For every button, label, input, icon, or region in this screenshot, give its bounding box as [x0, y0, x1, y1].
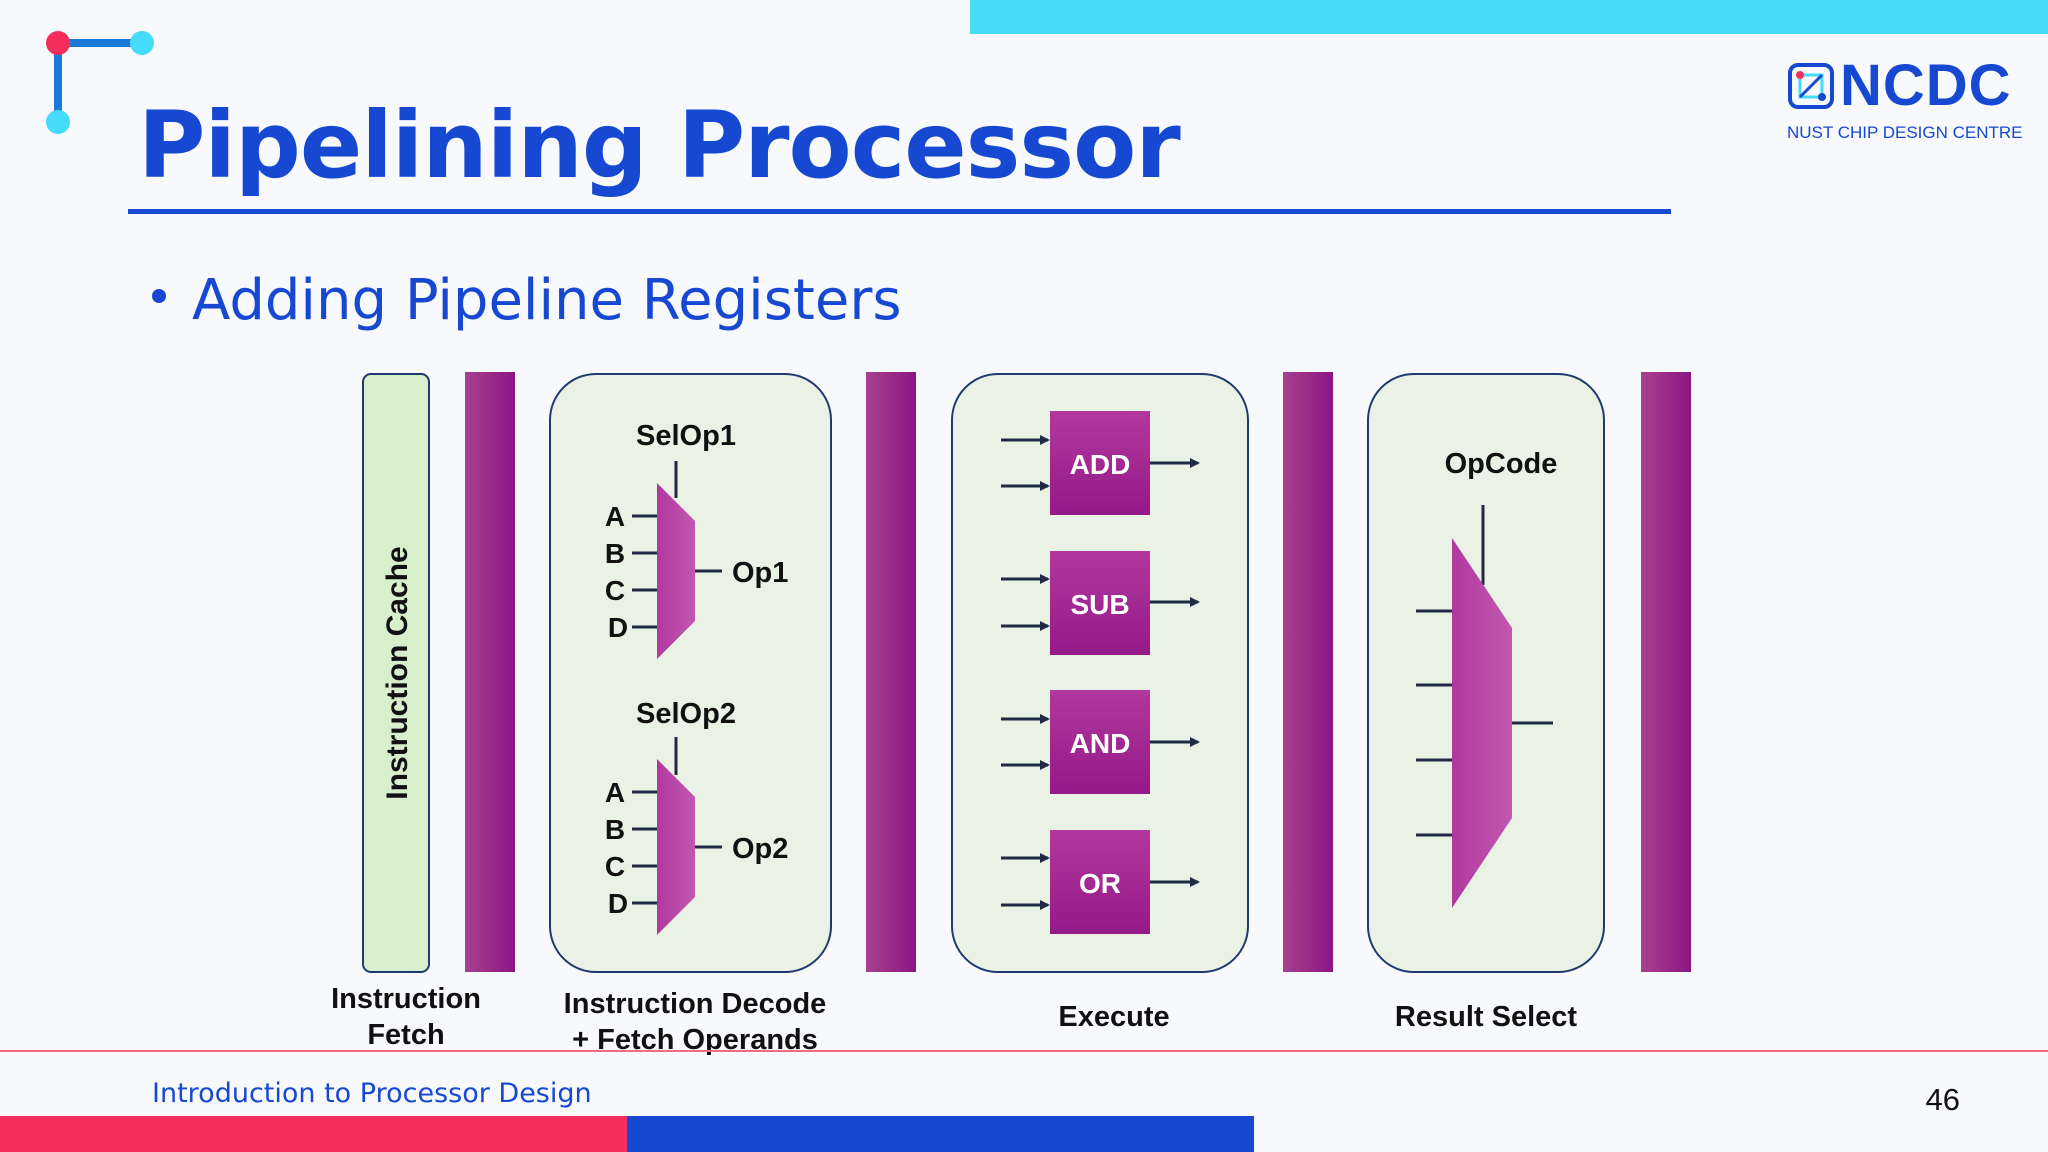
pipeline-register-4	[1641, 372, 1691, 972]
mux1-select-label: SelOp1	[636, 420, 736, 452]
bullet-text: Adding Pipeline Registers	[192, 268, 902, 333]
mux2-input-c: C	[605, 851, 625, 882]
fetch-stage-label-line1: Instruction	[331, 983, 481, 1015]
mux2-output-label: Op2	[732, 833, 788, 865]
slide-title: Pipelining Processor	[138, 92, 1181, 199]
mux1-input-c: C	[605, 575, 625, 606]
mux2-shape	[657, 759, 695, 935]
footer-accent-red	[0, 1116, 627, 1152]
result-stage-label: Result Select	[1395, 1001, 1577, 1033]
opcode-label: OpCode	[1445, 448, 1558, 480]
mux1-input-a: A	[605, 501, 625, 532]
execute-stage-box	[951, 373, 1249, 973]
and-unit-box	[1050, 690, 1150, 794]
page-number: 46	[1925, 1082, 1960, 1117]
mux1-shape	[657, 483, 695, 659]
pipeline-register-1	[465, 372, 515, 972]
decode-stage-box	[549, 373, 832, 973]
corner-bracket-icon	[46, 31, 154, 134]
add-unit-label: ADD	[1070, 449, 1131, 480]
or-unit-box	[1050, 830, 1150, 934]
footer-course-title: Introduction to Processor Design	[152, 1078, 592, 1109]
decode-stage-label-line1: Instruction Decode	[564, 988, 827, 1020]
mux2-input-b: B	[605, 814, 625, 845]
sub-unit-label: SUB	[1070, 589, 1129, 620]
mux2-input-a: A	[605, 777, 625, 808]
mux2-input-d: D	[608, 888, 628, 919]
top-accent-bar	[970, 0, 2048, 34]
bullet-dot-icon	[152, 288, 166, 303]
footer-accent-blue	[627, 1116, 1254, 1152]
pipeline-register-3	[1283, 372, 1333, 972]
pipeline-register-2	[866, 372, 916, 972]
sub-unit-box	[1050, 551, 1150, 655]
bullet-point: Adding Pipeline Registers	[152, 268, 902, 333]
result-mux-shape	[1452, 538, 1512, 908]
chip-logo-icon	[1788, 63, 1834, 109]
mux1-output-label: Op1	[732, 557, 788, 589]
fetch-stage-label-line2: Fetch	[367, 1019, 444, 1051]
logo-text: NCDC	[1840, 53, 2012, 118]
logo-subtitle: NUST CHIP DESIGN CENTRE	[1787, 123, 2023, 142]
add-unit-box	[1050, 411, 1150, 515]
mux1-input-d: D	[608, 612, 628, 643]
footer-divider	[0, 1050, 2048, 1052]
mux1-input-b: B	[605, 538, 625, 569]
mux2-select-label: SelOp2	[636, 698, 736, 730]
title-underline	[128, 209, 1671, 214]
and-unit-label: AND	[1070, 728, 1131, 759]
instruction-cache-box	[362, 373, 430, 973]
execute-stage-label: Execute	[1058, 1001, 1169, 1033]
instruction-cache-label: Instruction Cache	[381, 546, 414, 799]
or-unit-label: OR	[1079, 868, 1121, 899]
